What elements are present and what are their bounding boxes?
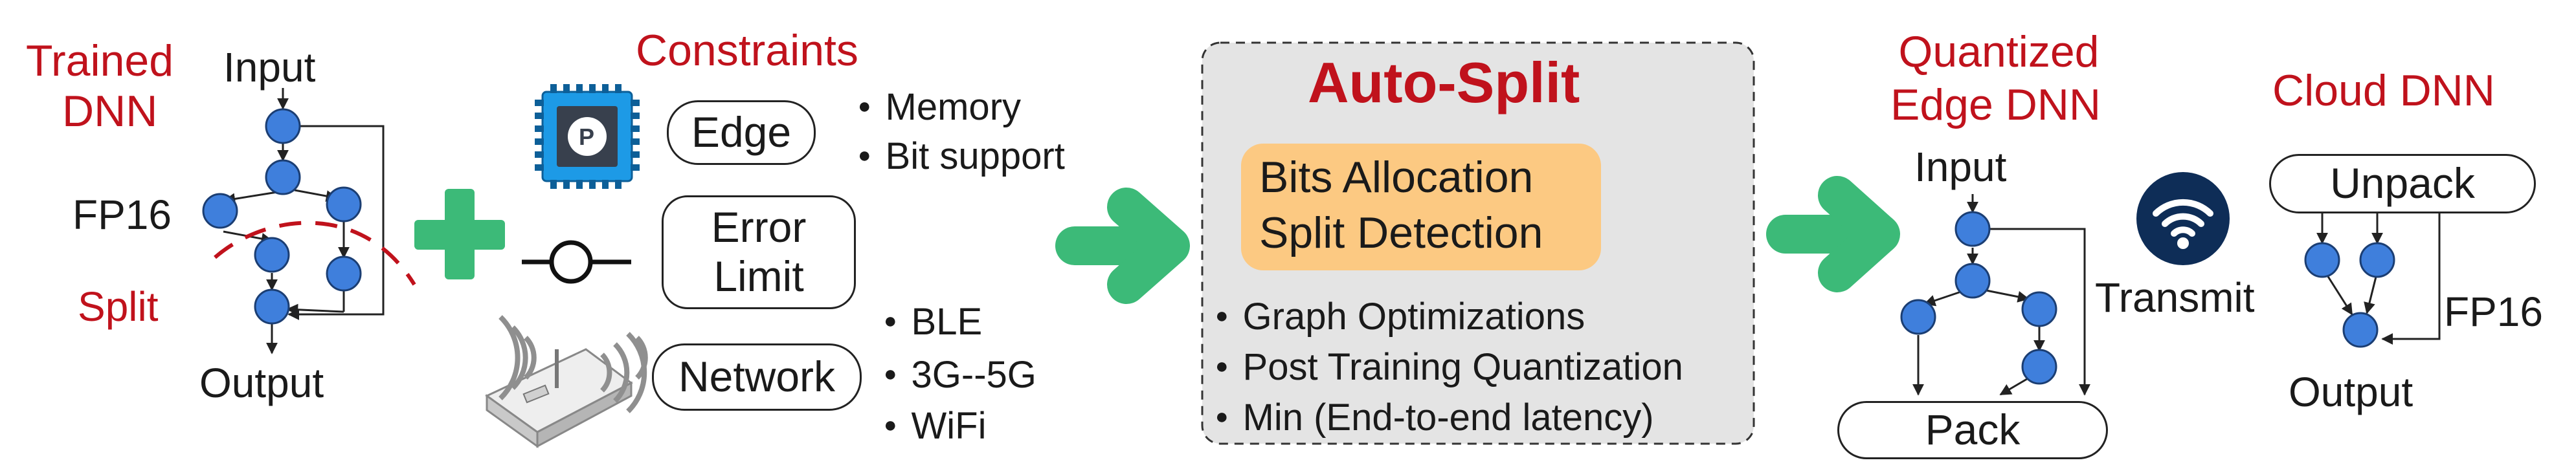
edge-bullet-memory: Memory	[858, 85, 1021, 129]
dnn-node	[1954, 211, 1991, 247]
wifi-router-icon	[485, 315, 648, 448]
autosplit-feature-line2: Split Detection	[1259, 208, 1543, 257]
transmit-label: Transmit	[2095, 274, 2255, 321]
edge-box: Edge	[667, 100, 816, 165]
cloud-output-label: Output	[2289, 369, 2414, 415]
split-curve	[214, 221, 416, 286]
dnn-node	[2021, 291, 2057, 327]
dnn-node	[254, 288, 290, 325]
edge-dnn-title-line1: Quantized	[1898, 27, 2100, 76]
autosplit-feature-box	[1241, 144, 1601, 270]
resistor-icon	[522, 240, 631, 284]
autosplit-title: Auto-Split	[1308, 50, 1580, 114]
dnn-node	[2342, 312, 2379, 348]
pack-label: Pack	[1925, 406, 2021, 454]
autosplit-feature-line1: Bits Allocation	[1259, 153, 1534, 202]
autosplit-bullet-min-latency: Min (End-to-end latency)	[1215, 396, 1654, 439]
unpack-box: Unpack	[2269, 154, 2536, 213]
arrow-right-icon	[1055, 188, 1190, 304]
trained-title-line1: Trained	[26, 36, 174, 85]
dnn-node	[265, 108, 301, 144]
edge-dnn-title: Quantized Edge DNN	[1890, 26, 2101, 131]
chip-letter: P	[579, 124, 595, 150]
dnn-node	[2359, 242, 2395, 278]
dnn-node	[1900, 299, 1936, 335]
trained-title-line2: DNN	[62, 87, 158, 136]
dnn-node	[1954, 263, 1991, 299]
trained-title: Trained DNN	[26, 39, 174, 133]
edge-box-label: Edge	[691, 108, 792, 157]
constraints-title: Constraints	[636, 26, 858, 75]
trained-output-label: Output	[199, 360, 324, 406]
cloud-dnn-title: Cloud DNN	[2272, 66, 2495, 115]
edge-dnn-graph	[1912, 194, 2090, 396]
network-bullet-3g5g: 3G--5G	[884, 353, 1036, 396]
trained-dnn-graph	[223, 88, 385, 354]
dnn-node	[2021, 349, 2057, 385]
split-label: Split	[78, 283, 159, 330]
network-box: Network	[652, 343, 862, 411]
dnn-node	[202, 193, 238, 229]
dnn-node	[2304, 242, 2340, 278]
error-limit-line1: Error	[711, 203, 807, 252]
error-limit-box: Error Limit	[662, 195, 856, 309]
autosplit-bullet-graph: Graph Optimizations	[1215, 295, 1585, 338]
dnn-node	[265, 159, 301, 195]
plus-icon	[414, 189, 505, 279]
autosplit-bullet-ptq: Post Training Quantization	[1215, 345, 1683, 389]
cloud-dnn-graph	[2316, 208, 2441, 345]
trained-input-label: Input	[223, 44, 316, 91]
trained-precision-label: FP16	[73, 191, 172, 238]
edge-dnn-title-line2: Edge DNN	[1890, 80, 2101, 129]
network-bullet-ble: BLE	[884, 300, 983, 343]
edge-bullet-bit-support: Bit support	[858, 135, 1065, 178]
network-bullet-wifi: WiFi	[884, 404, 987, 448]
arrow-right-icon	[1766, 176, 1900, 292]
cloud-precision-label: FP16	[2444, 288, 2543, 335]
edge-dnn-nodes	[1900, 211, 2057, 385]
chip-icon	[535, 84, 640, 189]
error-limit-line2: Limit	[713, 252, 804, 300]
pack-box: Pack	[1837, 401, 2108, 459]
trained-dnn-nodes	[202, 108, 362, 325]
edge-dnn-input-label: Input	[1914, 144, 2007, 190]
unpack-label: Unpack	[2330, 159, 2475, 208]
network-box-label: Network	[678, 353, 836, 401]
dnn-node	[326, 255, 362, 292]
cloud-dnn-nodes	[2304, 242, 2395, 348]
wifi-icon	[2136, 172, 2230, 265]
dnn-node	[254, 237, 290, 273]
dnn-node	[326, 186, 362, 223]
